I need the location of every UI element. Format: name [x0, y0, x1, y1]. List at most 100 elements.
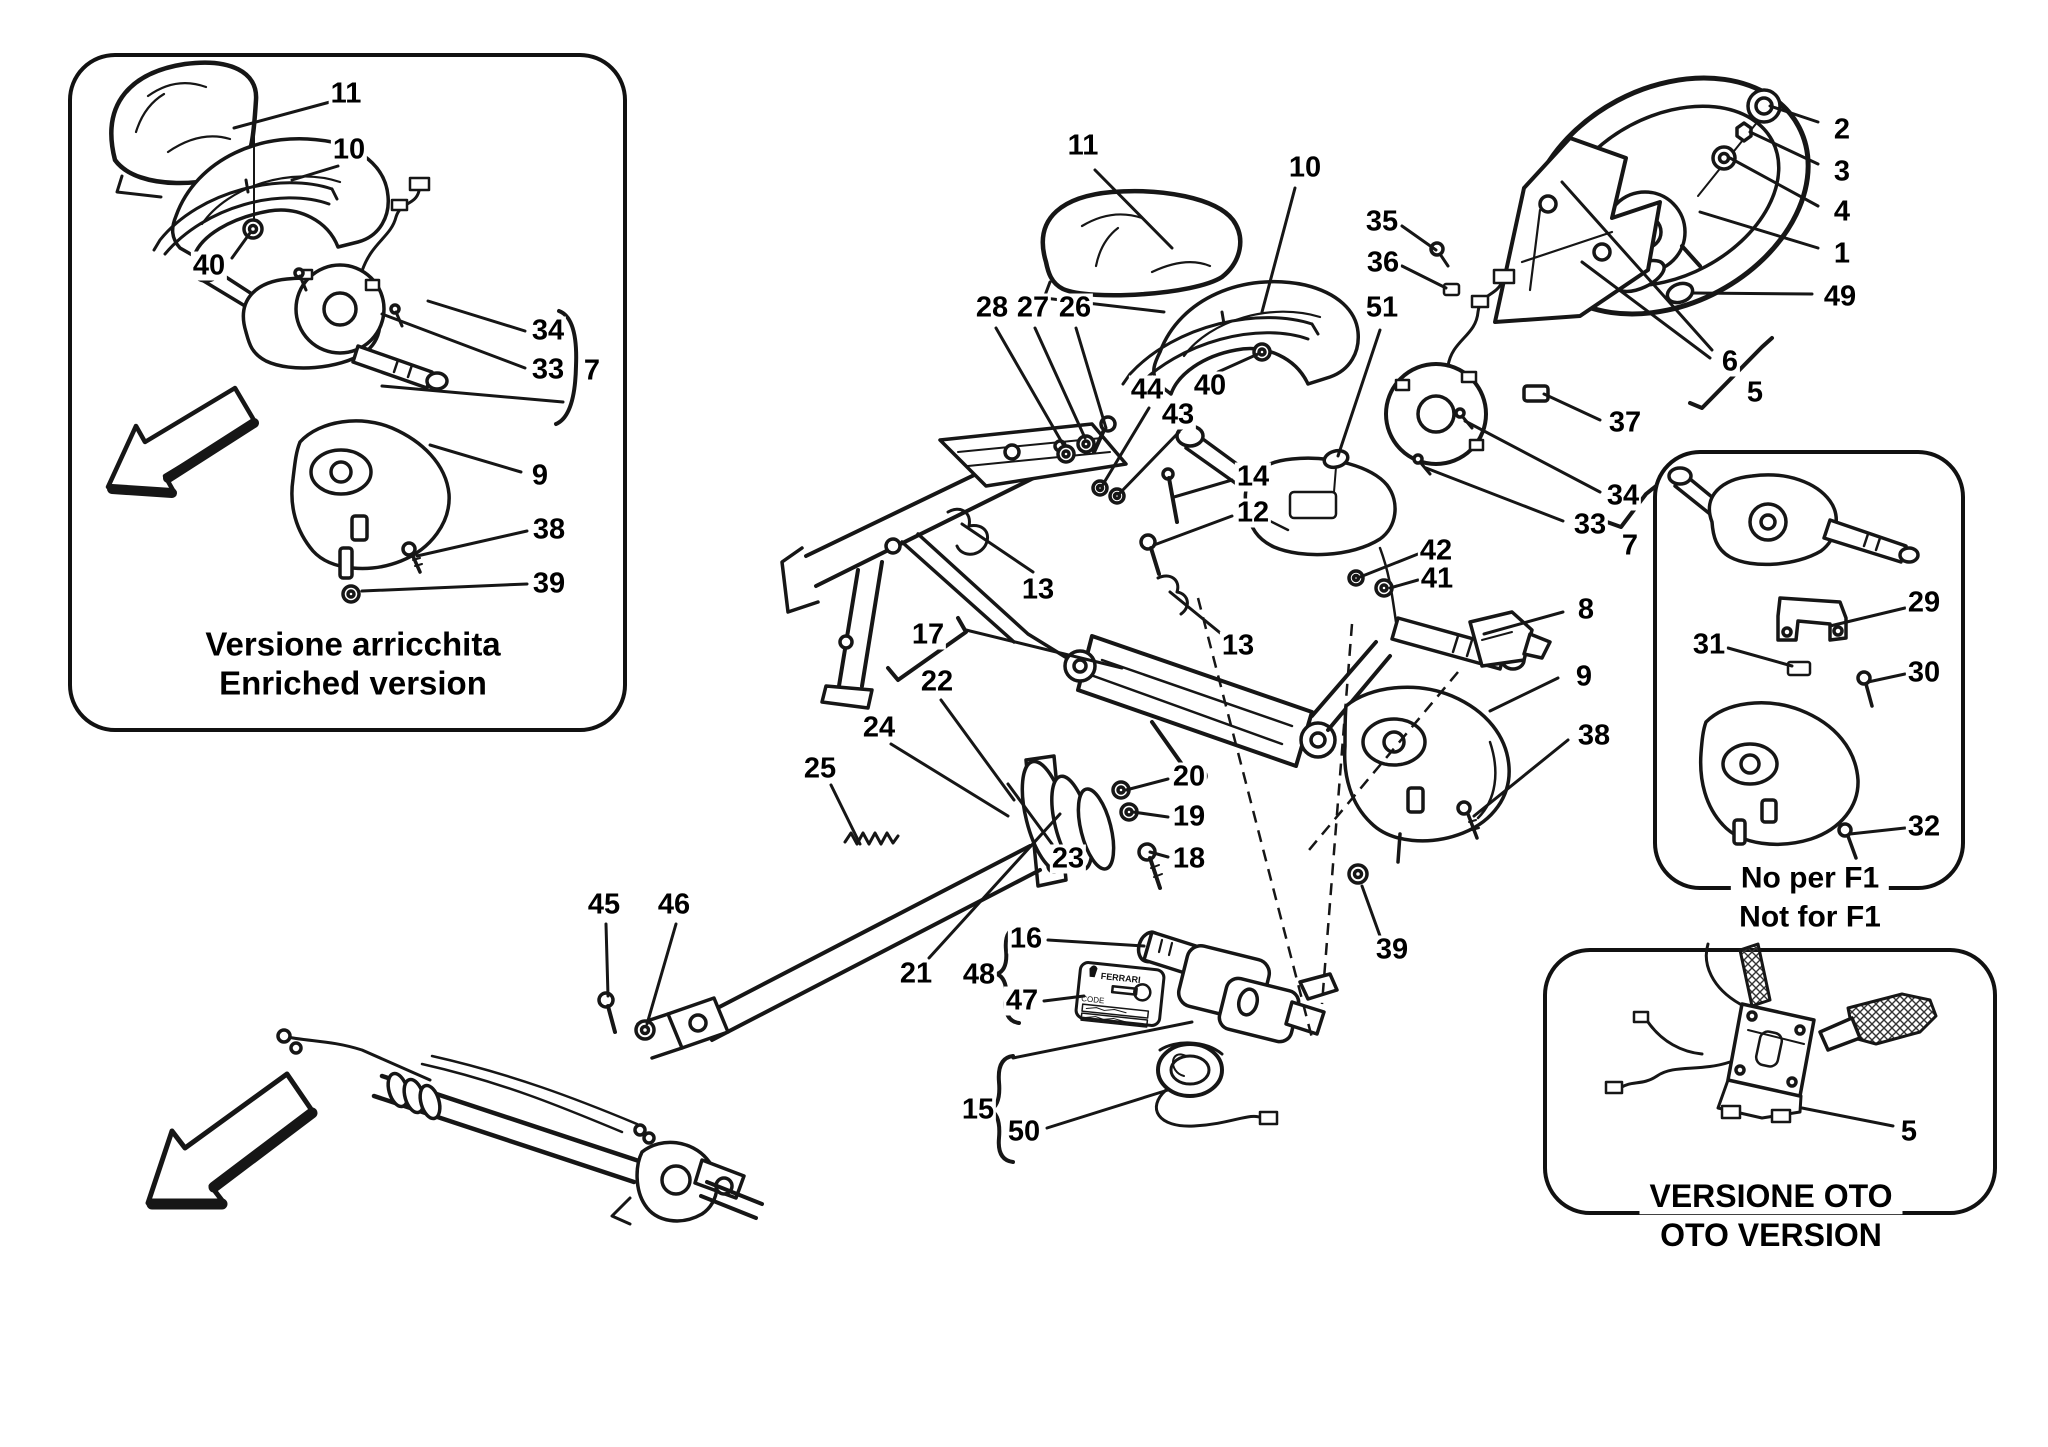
- strap-sketch: [1738, 942, 1772, 1008]
- button-sketch: [1665, 281, 1695, 305]
- leader-line: [1100, 406, 1151, 488]
- leader-line: [1360, 884, 1382, 938]
- leader-line: [360, 582, 529, 593]
- enriched-version-title-it: Versione arricchita: [195, 627, 511, 663]
- leader-line: [1848, 826, 1907, 836]
- leader-line: [1006, 782, 1054, 846]
- steering-column-sketch: [1063, 634, 1392, 787]
- callout-enriched-34: 34: [529, 314, 567, 347]
- callout-main-35: 35: [1363, 205, 1401, 238]
- dashed-alignment-lines: [1196, 597, 1459, 1039]
- callout-main-48: 48: [960, 958, 998, 991]
- leader-line: [428, 443, 523, 474]
- callout-main-49: 49: [1821, 280, 1859, 313]
- oto-version-title-it: VERSIONE OTO: [1639, 1180, 1903, 1214]
- callout-main-19: 19: [1170, 800, 1208, 833]
- callout-main-23: 23: [1049, 842, 1087, 875]
- upper-pad-sketch: [1040, 188, 1243, 298]
- not-for-f1-title-en: Not for F1: [1729, 901, 1891, 933]
- callout-enriched-40: 40: [190, 249, 228, 282]
- leader-line: [1320, 623, 1354, 1005]
- callout-main-13: 13: [1019, 573, 1057, 606]
- callout-main-8: 8: [1575, 593, 1597, 626]
- leader-line: [1168, 590, 1226, 638]
- callout-main-45: 45: [585, 888, 623, 921]
- callout-main-46: 46: [655, 888, 693, 921]
- callout-main-39: 39: [1373, 933, 1411, 966]
- callout-main-15: 15: [959, 1093, 997, 1126]
- callout-main-41: 41: [1418, 562, 1456, 595]
- callout-main-20: 20: [1170, 760, 1208, 793]
- callout-main-27: 27: [1014, 291, 1052, 324]
- leader-line: [1698, 210, 1820, 250]
- callout-main-33: 33: [1571, 508, 1609, 541]
- enriched-version-title-en: Enriched version: [209, 666, 497, 702]
- callout-main-17: 17: [909, 618, 947, 651]
- leader-line: [1074, 326, 1108, 430]
- small-hardware-sketch: [946, 241, 1461, 890]
- enriched-version-box: [68, 53, 627, 732]
- right-stalk-sketch: [1390, 616, 1508, 671]
- leader-line: [1488, 676, 1560, 713]
- leader-line: [1726, 646, 1794, 668]
- leader-line: [1866, 672, 1907, 684]
- callout-main-6: 6: [1719, 345, 1741, 378]
- leader-line: [1045, 1088, 1170, 1130]
- main-sketch: FERRARI CODE: [145, 75, 1811, 1226]
- callout-main-50: 50: [1005, 1115, 1043, 1148]
- antenna-ring-sketch: [1154, 1041, 1279, 1128]
- callout-main-13: 13: [1219, 629, 1257, 662]
- leader-line: [1152, 514, 1234, 547]
- leader-line: [994, 326, 1066, 448]
- not-for-f1-title-it: No per F1: [1730, 862, 1890, 894]
- spring-sketch: [843, 831, 900, 846]
- right-stalk-sketch: [351, 344, 434, 390]
- hub-nut-sketch: [1735, 121, 1753, 143]
- leader-line: [1216, 352, 1260, 374]
- leader-line: [380, 312, 527, 370]
- enriched-inset-sketch: [105, 60, 451, 604]
- callout-enriched-38: 38: [530, 513, 568, 546]
- group-bracket: [886, 616, 968, 682]
- group-bracket: [1688, 336, 1774, 410]
- callout-main-38: 38: [1575, 719, 1613, 752]
- leader-line: [1124, 777, 1170, 792]
- callout-enriched-7: 7: [581, 354, 603, 387]
- leader-line: [1580, 260, 1712, 360]
- leader-line: [1117, 430, 1181, 496]
- clip-sketch: [1786, 660, 1812, 677]
- leader-line: [1011, 1020, 1194, 1060]
- leader-line: [1260, 186, 1297, 314]
- callout-main-25: 25: [801, 752, 839, 785]
- callout-main-3: 3: [1831, 155, 1853, 188]
- leader-line: [1463, 419, 1602, 494]
- leader-line: [1400, 264, 1448, 290]
- leader-line: [1748, 130, 1820, 166]
- callout-enriched-11: 11: [328, 77, 364, 110]
- leader-line: [1042, 994, 1086, 1003]
- leader-line: [960, 522, 1035, 574]
- leader-line: [1542, 392, 1602, 422]
- callout-main-10: 10: [1286, 151, 1324, 184]
- callout-enriched-33: 33: [529, 353, 567, 386]
- callout-no_f1-29: 29: [1905, 586, 1943, 619]
- leader-line: [380, 384, 565, 404]
- leader-line: [1046, 938, 1146, 948]
- callout-no_f1-32: 32: [1905, 810, 1943, 843]
- callout-main-7: 7: [1619, 529, 1641, 562]
- callout-main-34: 34: [1604, 479, 1642, 512]
- callout-enriched-10: 10: [330, 133, 368, 166]
- leader-line: [1690, 291, 1814, 296]
- card-code-text: CODE: [1081, 994, 1105, 1005]
- horn-cap-sketch: [1746, 88, 1782, 124]
- leader-lines: [230, 100, 1907, 1130]
- leader-line: [1400, 224, 1438, 252]
- column-support-bracket-sketch: [1493, 136, 1662, 324]
- leader-line: [1472, 738, 1570, 818]
- switch-cluster-sketch: [1243, 456, 1397, 557]
- callout-main-47: 47: [1003, 984, 1041, 1017]
- callout-main-4: 4: [1831, 195, 1853, 228]
- callout-main-5: 5: [1744, 376, 1766, 409]
- ignition-group-sketch: [1136, 930, 1339, 1044]
